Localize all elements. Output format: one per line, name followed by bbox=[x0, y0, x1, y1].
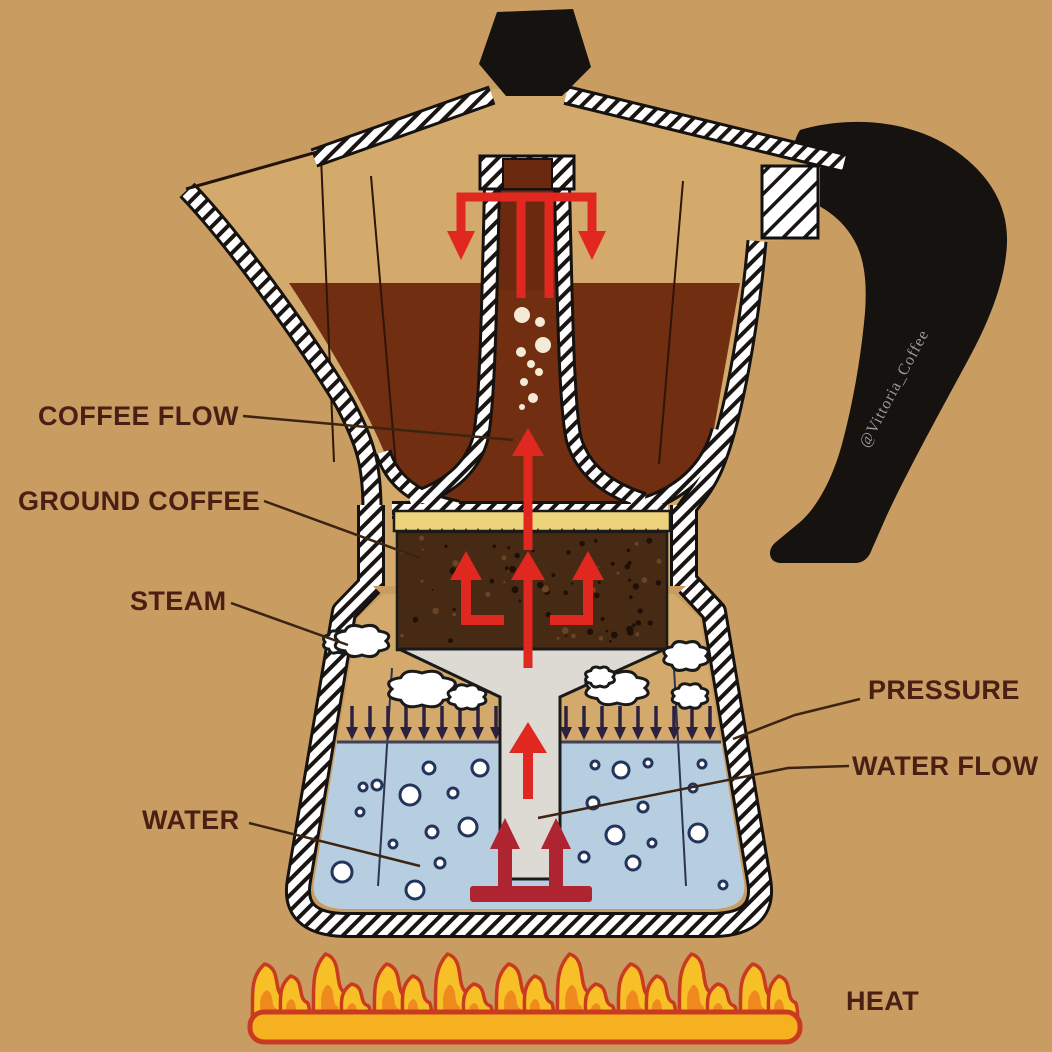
label-steam: STEAM bbox=[130, 586, 227, 616]
label-water-flow: WATER FLOW bbox=[852, 751, 1039, 781]
chimney-bubbles bbox=[514, 307, 551, 410]
handle: @Vittoria_Coffee bbox=[769, 121, 1008, 564]
steam-clouds bbox=[322, 623, 710, 711]
label-ground-coffee: GROUND COFFEE bbox=[18, 486, 261, 516]
coffee-flow-arrows bbox=[456, 192, 597, 799]
leader-steam bbox=[230, 601, 349, 647]
leader-coffee-flow bbox=[242, 414, 514, 442]
interior-detail-lines bbox=[320, 156, 684, 479]
coffee-flow-arrowheads bbox=[447, 231, 606, 753]
leader-water bbox=[248, 821, 421, 868]
label-pressure: PRESSURE bbox=[868, 675, 1020, 705]
leader-lines bbox=[230, 414, 861, 868]
label-water: WATER bbox=[142, 805, 240, 835]
flame-base-bar bbox=[247, 1009, 803, 1045]
leader-pressure bbox=[732, 697, 861, 741]
pressure-arrows bbox=[346, 706, 716, 740]
leader-water-flow bbox=[537, 764, 850, 820]
spout-top-edge bbox=[185, 150, 318, 191]
leader-ground-coffee bbox=[263, 499, 421, 560]
chimney-coffee-column bbox=[498, 187, 557, 290]
water-bubbles bbox=[330, 757, 729, 901]
lid-knob bbox=[479, 9, 591, 96]
handle-mount-block bbox=[760, 164, 820, 240]
grounds-speckles bbox=[400, 535, 662, 644]
label-heat: HEAT bbox=[846, 986, 920, 1016]
metal-walls bbox=[179, 85, 847, 938]
brewed-coffee bbox=[289, 283, 740, 503]
label-coffee-flow: COFFEE FLOW bbox=[38, 401, 239, 431]
chimney-cap-opening bbox=[502, 158, 553, 190]
water-flow-arrows bbox=[470, 818, 592, 902]
